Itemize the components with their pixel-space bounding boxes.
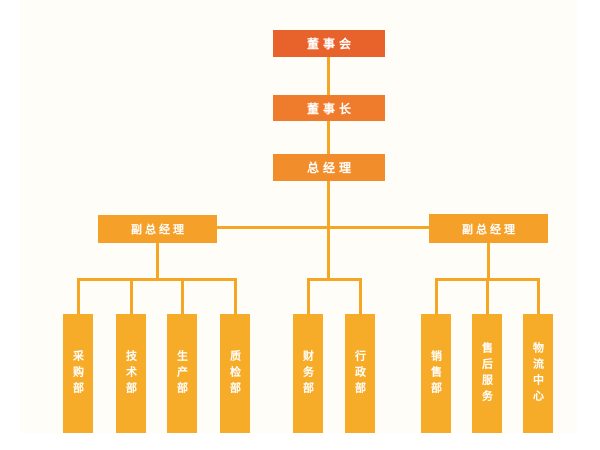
connector-stub-technology — [130, 278, 133, 314]
node-deputy-gm-right: 副总经理 — [429, 214, 548, 243]
node-label: 采购部 — [71, 349, 85, 398]
connector-stub-finance — [307, 278, 310, 314]
connector-gm-center-drop — [327, 180, 330, 281]
connector-board-chairman — [327, 56, 330, 96]
node-label: 销售部 — [429, 349, 443, 398]
connector-dgm-right-drop — [487, 242, 490, 281]
connector-stub-logistics — [537, 278, 540, 314]
node-label: 技术部 — [124, 349, 138, 398]
node-dept-logistics: 物流中心 — [523, 314, 553, 433]
connector-left-group-bar — [77, 278, 237, 281]
connector-stub-admin — [359, 278, 362, 314]
node-chairman: 董事长 — [273, 95, 385, 121]
node-dept-technology: 技术部 — [116, 314, 146, 433]
connector-dgm-left-drop — [156, 242, 159, 281]
node-label: 财务部 — [301, 349, 315, 398]
node-dept-aftersales: 售后服务 — [472, 314, 502, 433]
node-label: 副总经理 — [131, 223, 187, 236]
node-label: 董事会 — [306, 37, 355, 51]
node-label: 行政部 — [353, 349, 367, 398]
node-dept-admin: 行政部 — [345, 314, 375, 433]
node-label: 总经理 — [306, 161, 355, 175]
connector-mid-group-bar — [307, 278, 362, 281]
connector-stub-procurement — [77, 278, 80, 314]
node-label: 副总经理 — [462, 222, 518, 236]
connector-dgm-bridge — [216, 226, 430, 229]
node-dept-procurement: 采购部 — [63, 314, 93, 433]
node-general-manager: 总经理 — [273, 154, 385, 181]
node-label: 董事长 — [306, 101, 355, 116]
node-deputy-gm-left: 副总经理 — [98, 215, 217, 243]
connector-stub-production — [181, 278, 184, 314]
connector-chairman-gm — [327, 119, 330, 155]
node-label: 生产部 — [175, 349, 189, 398]
connector-stub-aftersales — [486, 278, 489, 314]
node-dept-finance: 财务部 — [293, 314, 323, 433]
node-dept-sales: 销售部 — [421, 314, 451, 433]
node-board: 董事会 — [273, 30, 385, 57]
node-dept-production: 生产部 — [167, 314, 197, 433]
node-label: 售后服务 — [480, 341, 494, 406]
node-dept-quality: 质检部 — [220, 314, 250, 433]
connector-stub-quality — [234, 278, 237, 314]
connector-stub-sales — [435, 278, 438, 314]
node-label: 质检部 — [228, 349, 242, 398]
node-label: 物流中心 — [531, 341, 545, 406]
